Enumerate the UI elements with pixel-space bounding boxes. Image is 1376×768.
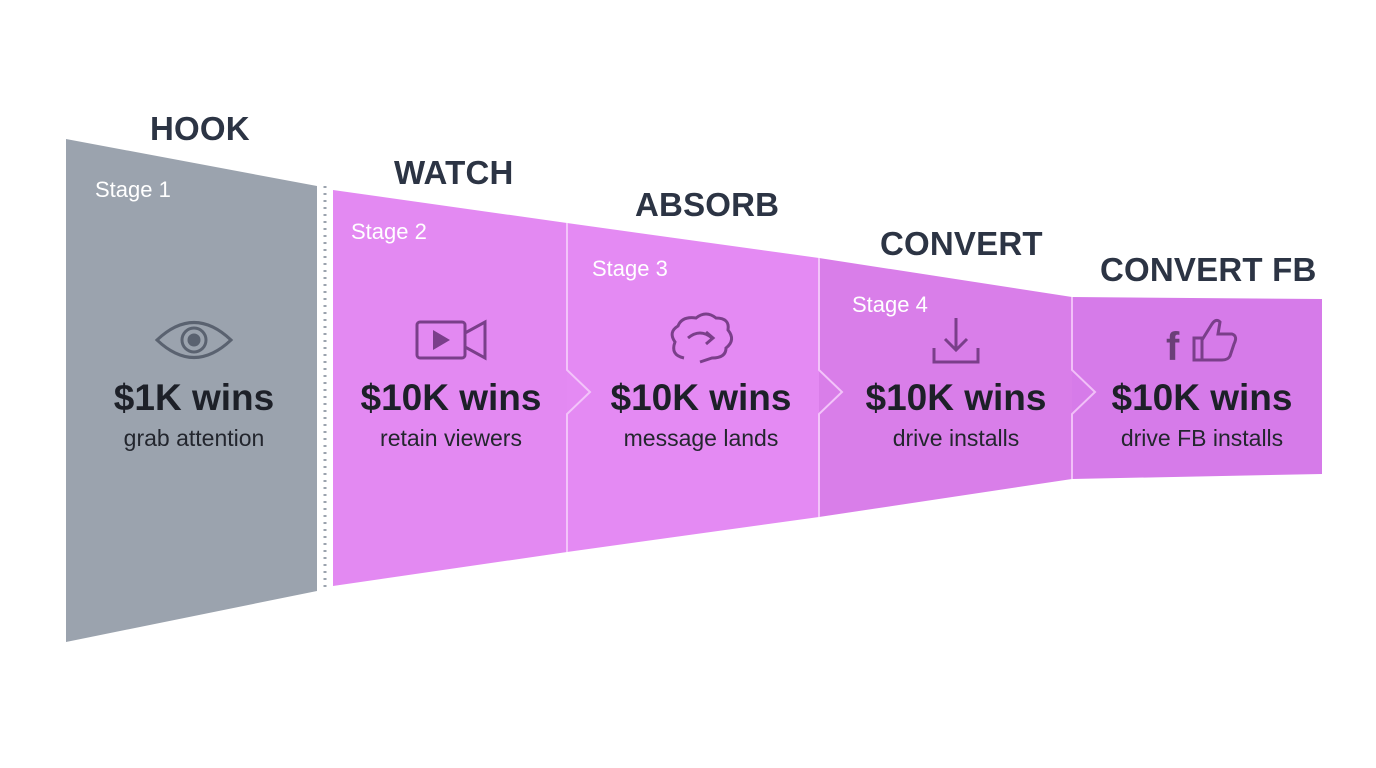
stage-label-1: Stage 1 <box>95 177 171 202</box>
stage-title-convert-fb: CONVERT FB <box>1100 251 1317 288</box>
funnel-segment-convert-fb <box>1072 297 1322 479</box>
video-camera-icon <box>415 319 487 361</box>
facebook-like-icon: f <box>1166 318 1238 369</box>
metric-absorb: $10K wins <box>610 377 792 418</box>
funnel-segment-hook <box>66 139 317 642</box>
description-convert: drive installs <box>892 425 1020 451</box>
stage-label-4: Stage 4 <box>852 292 928 317</box>
stage-label-3: Stage 3 <box>592 256 668 281</box>
funnel-segment-watch <box>333 190 567 586</box>
eye-icon <box>154 321 234 359</box>
chevron-divider <box>818 258 844 517</box>
metric-hook: $1K wins <box>113 377 275 418</box>
brain-icon <box>670 312 733 364</box>
description-convert-fb: drive FB installs <box>1120 425 1284 451</box>
description-hook: grab attention <box>123 425 265 451</box>
metric-convert-fb: $10K wins <box>1111 377 1293 418</box>
stage-title-hook: HOOK <box>150 110 250 147</box>
stage-title-watch: WATCH <box>394 154 514 191</box>
description-watch: retain viewers <box>380 425 522 451</box>
funnel-segment-absorb <box>567 223 819 552</box>
download-icon <box>932 318 980 364</box>
chevron-divider <box>1071 297 1097 479</box>
description-absorb: message lands <box>623 425 779 451</box>
stage-label-2: Stage 2 <box>351 219 427 244</box>
stage-title-absorb: ABSORB <box>635 186 780 223</box>
metric-watch: $10K wins <box>360 377 542 418</box>
chevron-divider <box>566 223 592 552</box>
metric-convert: $10K wins <box>865 377 1047 418</box>
stage-title-convert: CONVERT <box>880 225 1043 262</box>
svg-text:f: f <box>1166 325 1180 369</box>
funnel-segment-convert <box>819 258 1072 517</box>
